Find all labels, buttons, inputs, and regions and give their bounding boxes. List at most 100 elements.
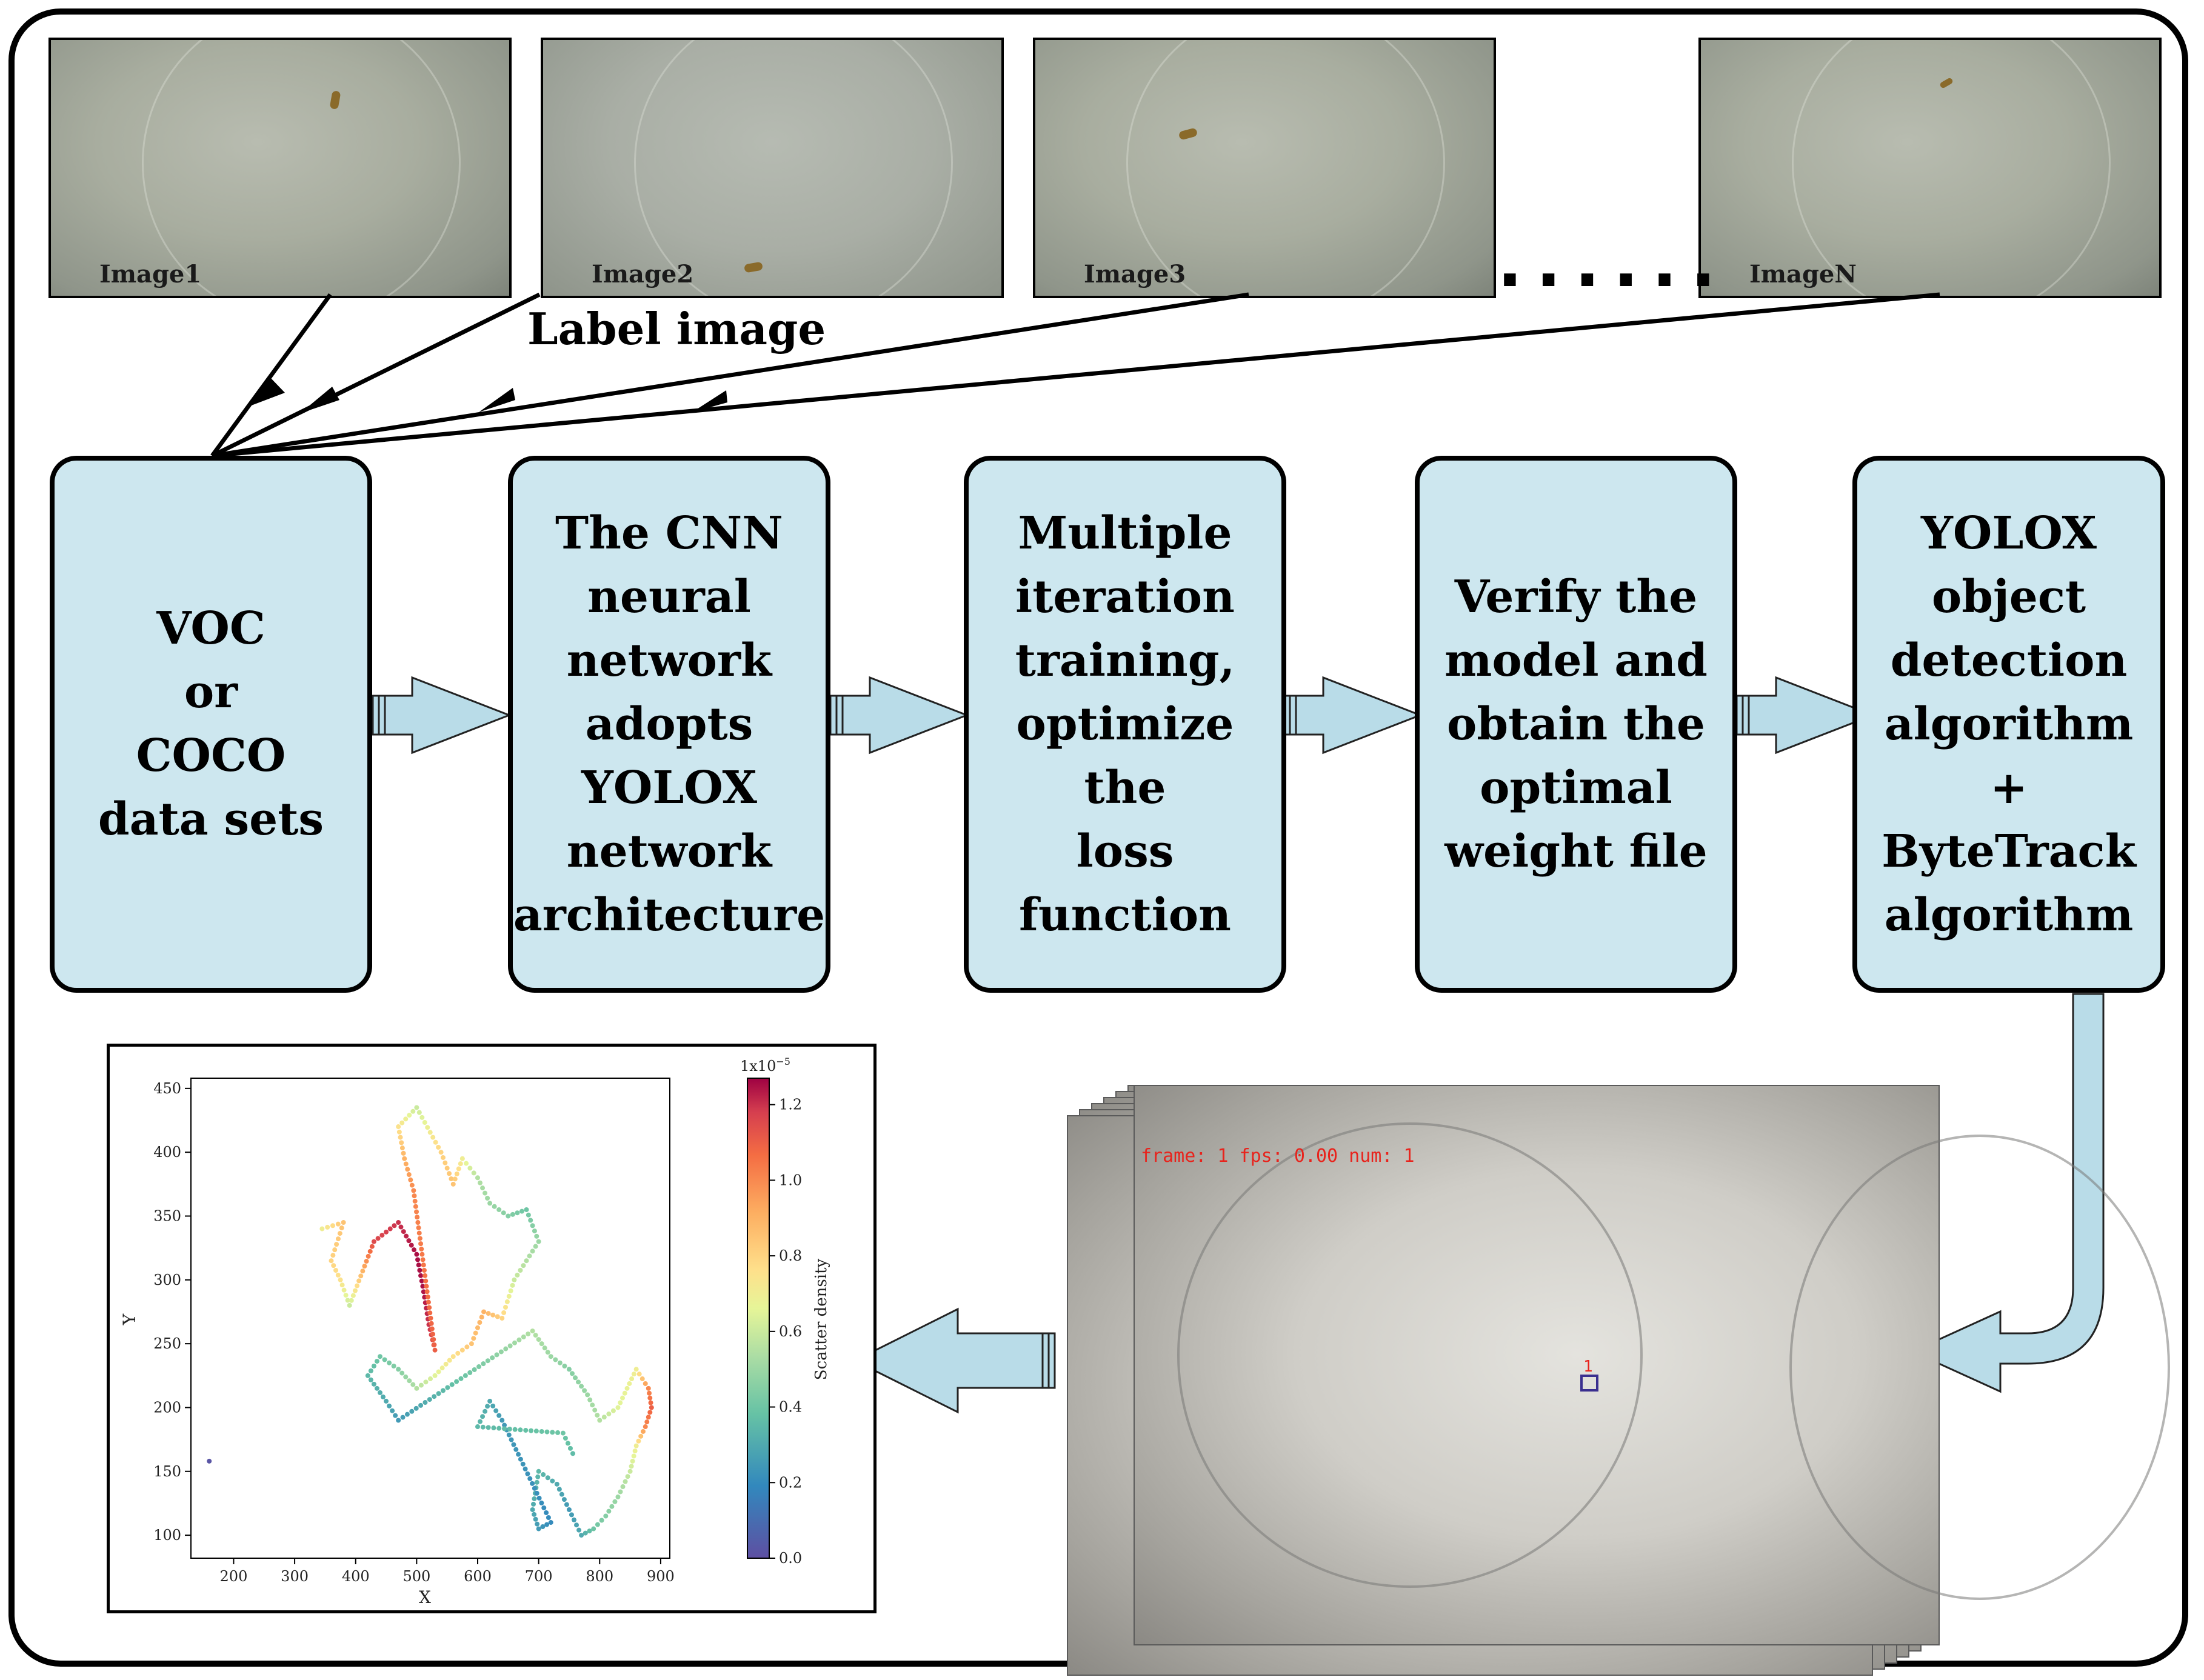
scatter-point (365, 1373, 370, 1378)
scatter-point (640, 1428, 646, 1434)
scatter-point (355, 1283, 360, 1288)
colorbar-exponent: 1x10−5 (740, 1056, 790, 1075)
scatter-point (476, 1364, 482, 1370)
scatter-point (539, 1428, 544, 1434)
scatter-point (622, 1390, 627, 1396)
scatter-point (420, 1257, 426, 1262)
scatter-point (371, 1239, 376, 1244)
scatter-point (416, 1262, 421, 1268)
ellipsis-text: ...... (1497, 224, 1729, 302)
track-id-label: 1 (1583, 1358, 1593, 1376)
scatter-point (480, 1424, 486, 1430)
scatter-point (440, 1388, 446, 1393)
scatter-point (375, 1236, 381, 1241)
scatter-point (475, 1424, 480, 1430)
x-axis-label: X (419, 1587, 431, 1607)
scatter-point (566, 1507, 572, 1512)
scatter-point (339, 1282, 345, 1288)
scatter-point (417, 1268, 422, 1273)
scatter-point (587, 1397, 593, 1402)
scatter-point (649, 1405, 654, 1410)
scatter-point (535, 1474, 541, 1479)
scatter-point (382, 1357, 387, 1362)
scatter-point (384, 1398, 389, 1404)
scatter-point (393, 1413, 398, 1418)
scatter-point (541, 1505, 547, 1510)
scatter-point (467, 1165, 473, 1171)
scatter-point (432, 1394, 437, 1399)
colorbar-label: Scatter density (812, 1258, 830, 1380)
scatter-point (512, 1427, 518, 1432)
scatter-point (333, 1268, 339, 1273)
scatter-point (450, 1181, 456, 1187)
scatter-point (368, 1377, 373, 1382)
scatter-point (418, 1273, 424, 1278)
scatter-point (536, 1468, 541, 1474)
scatter-point (319, 1226, 325, 1232)
x-tick-label: 900 (647, 1568, 675, 1585)
scatter-point (541, 1472, 546, 1478)
scatter-point (521, 1263, 526, 1268)
scatter-point (418, 1382, 424, 1388)
scatter-point (349, 1298, 354, 1303)
colorbar-tick-label: 1.0 (779, 1172, 802, 1188)
scatter-point (454, 1379, 459, 1384)
scatter-point (350, 1293, 356, 1298)
scatter-point (512, 1277, 517, 1282)
scatter-point (515, 1272, 520, 1278)
scatter-point (452, 1176, 458, 1182)
scatter-point (458, 1376, 464, 1381)
scatter-point (478, 1419, 483, 1424)
arrowhead (692, 390, 727, 412)
colorbar-tick-label: 0.0 (779, 1550, 802, 1567)
scatter-point (599, 1518, 604, 1523)
scatter-point (478, 1180, 483, 1185)
scatter-point (587, 1528, 592, 1534)
scatter-point (524, 1207, 529, 1212)
scatter-point (527, 1476, 533, 1481)
scatter-point (612, 1499, 618, 1504)
scatter-point (396, 1367, 401, 1372)
colorbar-exponent-power: −5 (776, 1056, 790, 1067)
colorbar-exponent-base: 1x10 (740, 1058, 776, 1075)
scatter-point (447, 1171, 452, 1176)
scatter-point (427, 1310, 433, 1316)
step-training: Multiple iteration training, optimize th… (964, 456, 1286, 993)
x-tick-label: 400 (342, 1568, 370, 1585)
scatter-point (524, 1258, 529, 1264)
scatter-point (407, 1378, 412, 1384)
scatter-point (557, 1360, 563, 1365)
scatter-point (442, 1160, 448, 1165)
scatter-point (491, 1425, 496, 1431)
scatter-point (414, 1209, 419, 1215)
scatter-point (532, 1512, 537, 1517)
scatter-point (591, 1526, 596, 1532)
scatter-point (606, 1411, 612, 1416)
scatter-point (627, 1381, 632, 1386)
scatter-point (523, 1427, 529, 1433)
scatter-point (620, 1395, 626, 1401)
image-thumbnail-3: Image3 (1033, 38, 1496, 298)
scatter-point (422, 1120, 427, 1125)
y-tick-label: 250 (153, 1335, 181, 1352)
scatter-point (413, 1204, 418, 1209)
flow-arrow-3 (1283, 676, 1423, 755)
scatter-point (643, 1381, 648, 1386)
scatter-point (387, 1226, 393, 1232)
scatter-point (585, 1392, 590, 1398)
scatter-point (475, 1175, 480, 1181)
scatter-point (358, 1273, 364, 1279)
scatter-point (483, 1408, 488, 1414)
scatter-point (473, 1330, 478, 1336)
scatter-point (431, 1337, 436, 1342)
scatter-point (406, 1172, 412, 1178)
scatter-point (399, 1145, 405, 1151)
step-dataset: VOC or COCO data sets (50, 456, 372, 993)
scatter-point (516, 1337, 522, 1342)
scatter-point (499, 1316, 505, 1321)
scatter-point (419, 1246, 424, 1252)
arrowhead (479, 388, 515, 412)
scatter-point (477, 1320, 483, 1325)
y-tick-label: 100 (153, 1527, 181, 1544)
